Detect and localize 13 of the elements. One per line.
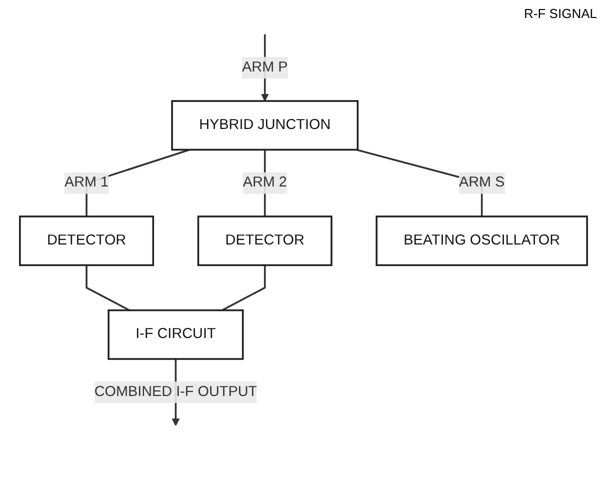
signal-label: R-F SIGNAL [524,6,597,21]
node-box: DETECTOR [19,216,154,266]
node-box: DETECTOR [197,216,332,266]
node-box: BEATING OSCILLATOR [376,216,588,266]
edge-label: ARM P [242,60,288,75]
connector [86,265,130,312]
node-box: I-F CIRCUIT [108,309,244,360]
edge-label: ARM 1 [64,174,109,190]
edge-label: ARM S [458,174,505,190]
edge-label: COMBINED I-F OUTPUT [94,384,258,400]
connector [222,265,266,312]
node-box: HYBRID JUNCTION [171,100,359,151]
edge-label: ARM 2 [242,174,287,190]
